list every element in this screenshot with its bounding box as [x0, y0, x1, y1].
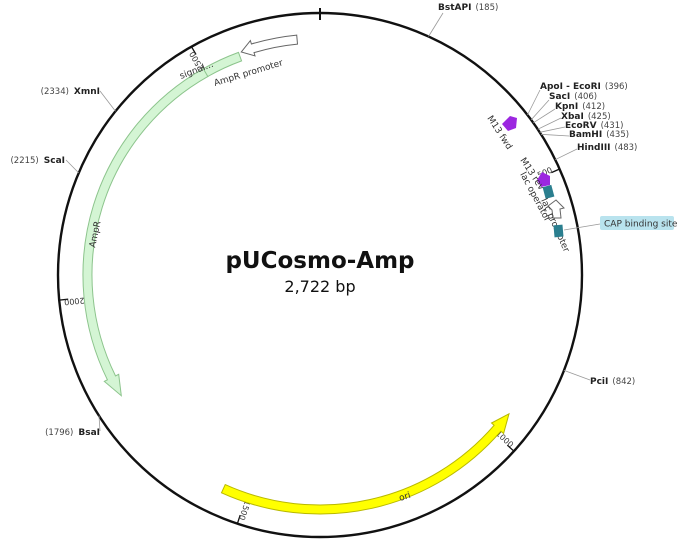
lac-operator-box[interactable]	[542, 184, 555, 199]
site-name: BstAPI	[438, 3, 471, 13]
site-position: (1796)	[45, 428, 73, 438]
lac-promoter-arrow[interactable]	[547, 199, 565, 219]
ori-label: ori	[398, 491, 412, 504]
tick-mark	[59, 298, 69, 301]
site-leader-line	[537, 117, 562, 130]
site-position: (396)	[605, 82, 628, 92]
site-position: (483)	[615, 143, 638, 153]
site-leader-line	[99, 90, 116, 112]
restriction-site-label[interactable]: KpnI (412)	[555, 102, 605, 112]
site-name: BamHI	[569, 130, 602, 140]
restriction-site-label[interactable]: EcoRV (431)	[565, 121, 623, 131]
site-leader-line	[563, 370, 591, 381]
signal-feature-box[interactable]	[202, 51, 243, 78]
cap-binding-site-box[interactable]	[553, 224, 564, 238]
site-name: ApoI - EcoRI	[540, 82, 601, 92]
restriction-site-layer: BstAPI (185) ApoI - EcoRI (396) SacI (406)Kpn…	[10, 3, 637, 438]
site-name: ScaI	[44, 156, 65, 166]
site-leader-line	[527, 89, 541, 116]
plasmid-name: pUCosmo-Amp	[225, 248, 414, 274]
site-leader-line	[533, 108, 556, 124]
restriction-site-label[interactable]: SacI (406)	[549, 92, 597, 102]
site-leader-line	[555, 148, 578, 161]
ori-feature-arrow[interactable]	[220, 412, 510, 515]
site-name: HindIII	[577, 143, 611, 153]
site-name: EcoRV	[565, 121, 597, 131]
cap-leader-line	[563, 223, 601, 231]
site-leader-line	[98, 415, 101, 432]
site-name: XbaI	[561, 112, 584, 122]
site-name: KpnI	[555, 102, 578, 112]
restriction-site-label[interactable]: (2334) XmnI	[41, 87, 100, 97]
site-leader-line	[540, 133, 570, 137]
site-position: (425)	[588, 112, 611, 122]
restriction-site-label[interactable]: HindIII (483)	[577, 143, 637, 153]
tick-mark	[236, 514, 241, 524]
plasmid-backbone	[56, 11, 584, 539]
restriction-site-label[interactable]: (1796) BsaI	[45, 428, 100, 438]
m13-fwd-primer-arrow[interactable]	[502, 116, 517, 131]
site-position: (2215)	[10, 156, 38, 166]
site-leader-line	[65, 159, 79, 174]
restriction-site-label[interactable]: XbaI (425)	[561, 112, 611, 122]
site-name: SacI	[549, 92, 570, 102]
site-name: BsaI	[78, 428, 100, 438]
tick-mark	[551, 168, 560, 174]
restriction-site-label[interactable]: BstAPI (185)	[438, 3, 498, 13]
plasmid-length: 2,722 bp	[284, 277, 355, 296]
cap-label-highlight	[600, 216, 674, 230]
site-name: XmnI	[74, 87, 100, 97]
site-leader-line	[539, 126, 566, 133]
restriction-site-label[interactable]: ApoI - EcoRI (396)	[540, 82, 628, 92]
restriction-site-label[interactable]: PciI (842)	[590, 377, 635, 387]
site-leader-line	[530, 99, 550, 121]
site-position: (435)	[606, 130, 629, 140]
site-position: (406)	[574, 92, 597, 102]
site-leader-line	[428, 12, 444, 37]
site-position: (412)	[582, 102, 605, 112]
site-position: (185)	[475, 3, 498, 13]
site-position: (2334)	[41, 87, 69, 97]
restriction-site-label[interactable]: (2215) ScaI	[10, 156, 65, 166]
ampr-promoter-arrow[interactable]	[240, 34, 299, 57]
cap-binding-site-label: CAP binding site	[604, 220, 678, 230]
tick-label: 2000	[64, 296, 85, 307]
site-position: (842)	[612, 377, 635, 387]
restriction-site-label[interactable]: BamHI (435)	[569, 130, 629, 140]
m13-rev-primer-arrow[interactable]	[537, 172, 550, 187]
tick-mark	[506, 444, 515, 452]
ampr-feature-arrow[interactable]	[82, 67, 209, 397]
tick-mark	[190, 46, 197, 55]
site-position: (431)	[601, 121, 624, 131]
site-name: PciI	[590, 377, 608, 387]
